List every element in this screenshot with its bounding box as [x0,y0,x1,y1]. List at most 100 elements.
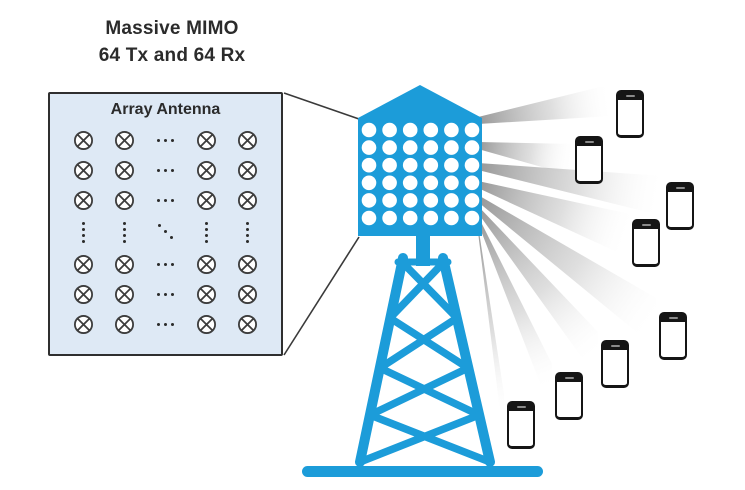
phone-screen-top [603,342,627,350]
panel-antenna-dot [444,193,459,208]
beam-icon [478,206,598,380]
ellipsis-dot [157,322,160,326]
beam-icon [478,225,504,444]
ellipsis-horizontal-icon [157,138,174,142]
beam-fan [478,84,663,444]
ellipsis-dot [82,227,85,231]
beam-icon [478,163,663,216]
tower-strut [376,364,483,419]
panel-antenna-dot [361,210,377,226]
antenna-element-icon [196,130,217,151]
panel-antenna-dot [444,157,459,173]
antenna-element-icon [196,284,217,305]
antenna-element-icon [196,314,217,335]
tower-strut [356,411,483,466]
phone-icon [659,312,687,360]
ellipsis-dot [246,221,249,225]
ellipsis-dot [164,292,167,296]
phone-screen-top [618,92,642,100]
antenna-element-icon [114,190,135,211]
panel-antenna-dot [402,175,418,191]
panel-antenna-dot [361,140,377,155]
phone-screen-top [577,138,601,146]
cell-tower-icon [302,253,543,477]
beam-icon [478,84,612,124]
antenna-element-icon [237,190,258,211]
ellipsis-dot [171,262,174,266]
panel-antenna-dot [444,175,459,191]
phone-speaker-icon [610,345,620,347]
beam-icon [478,142,574,176]
callout-line [283,92,360,120]
panel-antenna-dot [464,210,480,226]
ellipsis-vertical-icon [123,221,126,243]
ellipsis-dot [163,230,167,233]
panel-antenna-dot [464,122,480,138]
ellipsis-dot [164,262,167,266]
tower-strut [376,314,461,372]
panel-antenna-dot [444,140,459,155]
antenna-panel-icon [358,85,482,266]
tower-strut [398,258,461,322]
title-line-2: 64 Tx and 64 Rx [98,44,246,66]
ellipsis-dot [205,233,208,237]
antenna-element-icon [114,314,135,335]
antenna-element-icon [114,254,135,275]
antenna-element-icon [237,284,258,305]
antenna-element-icon [114,160,135,181]
panel-antenna-dot [423,210,439,226]
tower-strut [366,411,494,466]
tower-base-bar [302,466,543,477]
panel-antenna-dot [423,175,439,191]
tower-strut [386,258,448,322]
panel-antenna-dot [382,193,397,208]
panel-antenna-dot [464,175,480,191]
antenna-element-icon [237,314,258,335]
panel-antenna-dot [382,175,397,191]
tower-strut [355,253,408,467]
panel-antenna-dot [402,157,418,173]
ellipsis-horizontal-icon [157,168,174,172]
antenna-element-icon [73,190,94,211]
array-antenna-grid [50,125,281,339]
antenna-element-icon [237,254,258,275]
ellipsis-dot [82,233,85,237]
ellipsis-dot [164,322,167,326]
ellipsis-dot [246,227,249,231]
ellipsis-dot [171,292,174,296]
panel-antenna-dot [382,157,397,173]
ellipsis-dot [123,227,126,231]
ellipsis-dot [82,221,85,225]
panel-antenna-dot [423,193,439,208]
panel-antenna-dot [464,140,480,155]
ellipsis-dot [157,198,160,202]
ellipsis-horizontal-icon [157,262,174,266]
callout-lines [283,92,360,356]
ellipsis-dot [171,138,174,142]
phone-speaker-icon [675,187,685,189]
panel-antenna-dot [464,157,480,173]
array-antenna-label: Array Antenna [110,101,221,118]
antenna-element-icon [196,254,217,275]
phone-speaker-icon [668,317,678,319]
phone-speaker-icon [641,224,651,226]
antenna-element-icon [196,190,217,211]
panel-antenna-dot [402,140,418,155]
antenna-element-icon [114,130,135,151]
ellipsis-dot [246,239,249,243]
panel-antenna-dot [402,193,418,208]
ellipsis-dot [157,138,160,142]
panel-antenna-dot [382,140,397,155]
tower-strut [366,364,472,419]
antenna-element-icon [237,130,258,151]
phone-speaker-icon [516,406,526,408]
ellipsis-horizontal-icon [157,322,174,326]
tower-strut [438,253,495,467]
ellipsis-dot [157,224,161,227]
ellipsis-dot [123,221,126,225]
ellipsis-vertical-icon [246,221,249,243]
phone-screen-top [509,403,533,411]
ellipsis-vertical-icon [82,221,85,243]
panel-antenna-dot [361,122,377,138]
phone-icon [555,372,583,420]
